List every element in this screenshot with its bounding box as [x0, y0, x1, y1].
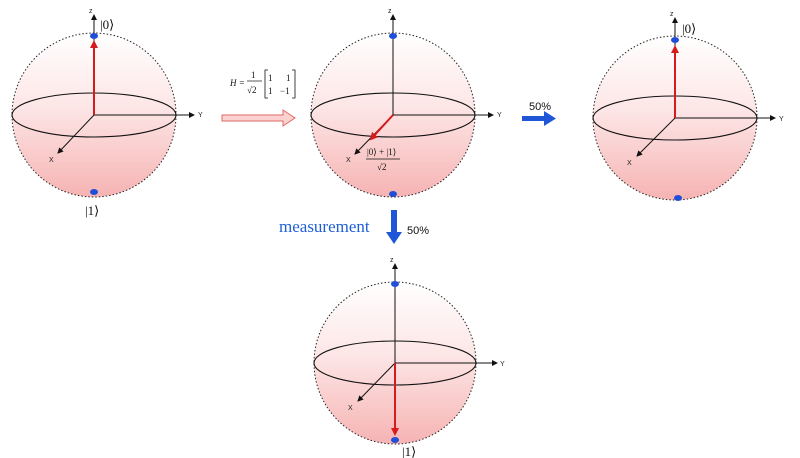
probability-right-label: 50%	[529, 101, 551, 113]
hadamard-matrix: H = 1 √2 1 1 1 −1	[229, 69, 296, 99]
measurement-label: measurement	[279, 217, 370, 236]
pole-dot-top	[391, 281, 399, 287]
y-axis-label: Y	[497, 112, 502, 119]
x-axis-label: X	[49, 157, 54, 164]
pole-dot-bottom	[391, 437, 399, 443]
x-axis	[357, 362, 396, 402]
blue-arrow-down	[386, 210, 402, 244]
probability-down-label: 50%	[407, 225, 429, 237]
matrix-bracket-left	[264, 69, 268, 99]
matrix-r2c2: −1	[280, 86, 290, 96]
x-axis	[636, 117, 676, 157]
bloch-sphere-superposition: z Y X |0⟩ + |1⟩ √2	[310, 8, 502, 198]
pole-dot-top	[90, 33, 98, 39]
superposition-denominator: √2	[377, 162, 386, 172]
matrix-r1c2: 1	[286, 73, 291, 83]
bloch-sphere-measured-one: z Y X |1⟩	[313, 257, 505, 458]
ket-zero-label: |0⟩	[100, 17, 114, 32]
hadamard-lhs: H =	[229, 78, 245, 88]
z-axis-label: z	[390, 257, 394, 264]
bloch-sphere-measured-zero: z Y X |0⟩	[592, 11, 784, 201]
matrix-r1c1: 1	[268, 73, 273, 83]
ket-one-label: |1⟩	[85, 203, 99, 218]
x-axis-label: X	[348, 405, 353, 412]
pole-dot-top	[671, 37, 679, 43]
state-vector	[369, 114, 394, 141]
pole-dot-bottom	[90, 189, 98, 195]
blue-arrow-right	[522, 111, 556, 126]
y-axis-label: Y	[500, 361, 505, 368]
z-axis-label: z	[670, 11, 674, 18]
hadamard-transition-arrow	[221, 109, 296, 127]
matrix-r2c1: 1	[268, 86, 273, 96]
ket-one-label: |1⟩	[402, 444, 416, 458]
x-axis	[57, 114, 95, 154]
matrix-bracket-right	[292, 69, 296, 99]
measure-zero-transition: 50%	[522, 101, 556, 126]
y-axis-label: Y	[198, 112, 203, 119]
z-axis-label: z	[89, 8, 93, 15]
x-axis-label: X	[627, 160, 632, 167]
hadamard-frac-num: 1	[251, 70, 256, 80]
superposition-numerator: |0⟩ + |1⟩	[367, 147, 396, 157]
bloch-sphere-initial: z Y X |0⟩ |1⟩	[11, 8, 203, 218]
pole-dot-bottom	[389, 191, 397, 197]
x-axis-label: X	[346, 157, 351, 164]
ket-zero-label: |0⟩	[682, 21, 696, 36]
pole-dot-bottom	[674, 195, 682, 201]
z-axis-label: z	[388, 8, 392, 15]
pole-dot-top	[389, 33, 397, 39]
y-axis-label: Y	[779, 116, 784, 123]
measure-one-transition: measurement 50%	[279, 210, 429, 244]
hadamard-frac-den: √2	[247, 85, 256, 95]
